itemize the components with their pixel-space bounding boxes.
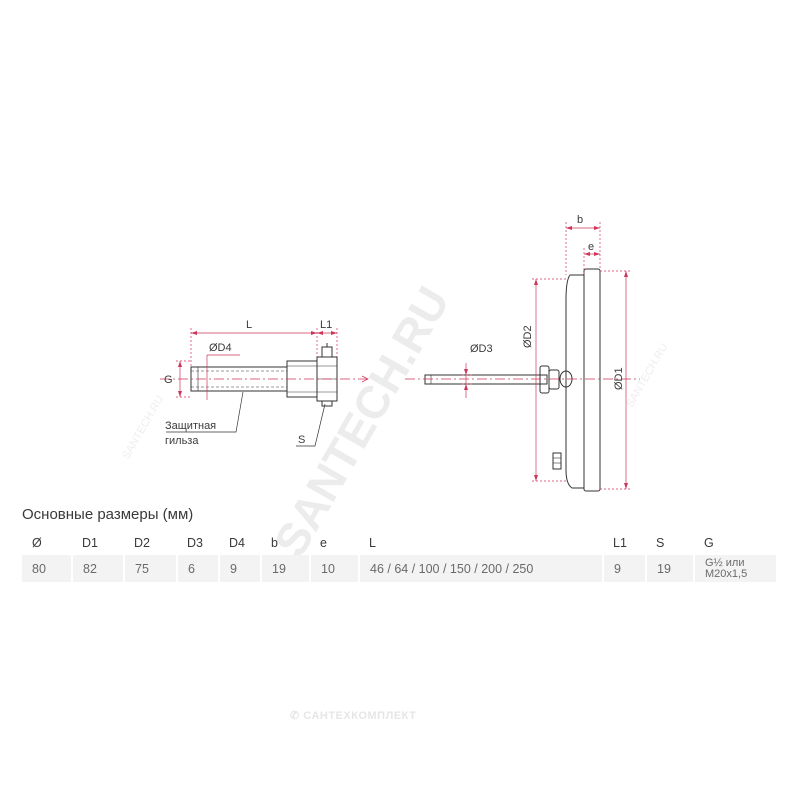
header-L1: L1 — [613, 536, 627, 550]
cell-G-line1: G½ или — [705, 556, 745, 569]
header-D4: D4 — [229, 536, 245, 550]
dim-D1-label: ØD1 — [613, 367, 625, 390]
dim-G-label: G — [164, 374, 173, 386]
watermark-small-right: SANTECH.RU — [624, 342, 670, 410]
dim-D2-label: ØD2 — [522, 325, 534, 348]
watermark-bottom-logo-icon: ✆ — [290, 710, 304, 722]
header-D2: D2 — [134, 536, 150, 550]
header-b: b — [271, 536, 278, 550]
cell-b: 19 — [260, 555, 310, 582]
cell-D3: 6 — [176, 555, 219, 582]
watermark-small-left: SANTECH.RU — [120, 394, 166, 462]
header-e: e — [320, 536, 327, 550]
cell-D4: 9 — [218, 555, 261, 582]
cell-e: 10 — [309, 555, 359, 582]
sleeve-label-line2: гильза — [165, 435, 199, 447]
header-D1: D1 — [82, 536, 98, 550]
cell-D2: 75 — [123, 555, 177, 582]
dim-S-label: S — [298, 434, 305, 446]
thermometer-drawing — [424, 268, 601, 492]
table-header-row: Ø D1 D2 D3 D4 b e L L1 S G — [22, 531, 776, 555]
cell-diameter: 80 — [22, 555, 72, 582]
dimensions-title: Основные размеры (мм) — [22, 506, 194, 523]
cell-D1: 82 — [71, 555, 124, 582]
header-diameter: Ø — [32, 536, 42, 550]
table-row: 80 82 75 6 9 19 10 46 / 64 / 100 / 150 /… — [22, 555, 776, 582]
cell-L: 46 / 64 / 100 / 150 / 200 / 250 — [358, 555, 603, 582]
header-L: L — [369, 536, 376, 550]
thermometer-stem — [424, 374, 548, 385]
header-D3: D3 — [187, 536, 203, 550]
sleeve-screw — [321, 346, 333, 358]
dim-L1-label: L1 — [320, 319, 332, 331]
dim-b-label: b — [577, 214, 583, 226]
dim-D4-label: ØD4 — [209, 342, 232, 354]
watermark-main: SANTECH.RU — [264, 278, 460, 565]
cell-G-line2: M20x1,5 — [705, 567, 748, 580]
cell-S: 19 — [645, 555, 694, 582]
right-dimensions — [405, 222, 640, 490]
dim-D3-label: ØD3 — [470, 343, 493, 355]
dim-e-label: e — [588, 241, 594, 253]
cell-L1: 9 — [602, 555, 646, 582]
header-S: S — [656, 536, 665, 550]
thermometer-case-back — [565, 274, 585, 489]
dimensions-table: Ø D1 D2 D3 D4 b e L L1 S G 80 82 75 6 9 … — [22, 531, 776, 582]
watermark-bottom: ✆ САНТЕХКОМПЛЕКТ — [290, 709, 416, 722]
sleeve-label-line1: Защитная — [165, 420, 216, 432]
dim-L-label: L — [246, 319, 252, 331]
watermark-bottom-text: САНТЕХКОМПЛЕКТ — [303, 710, 417, 722]
thermometer-front-ring — [583, 268, 601, 492]
header-G: G — [704, 536, 714, 550]
